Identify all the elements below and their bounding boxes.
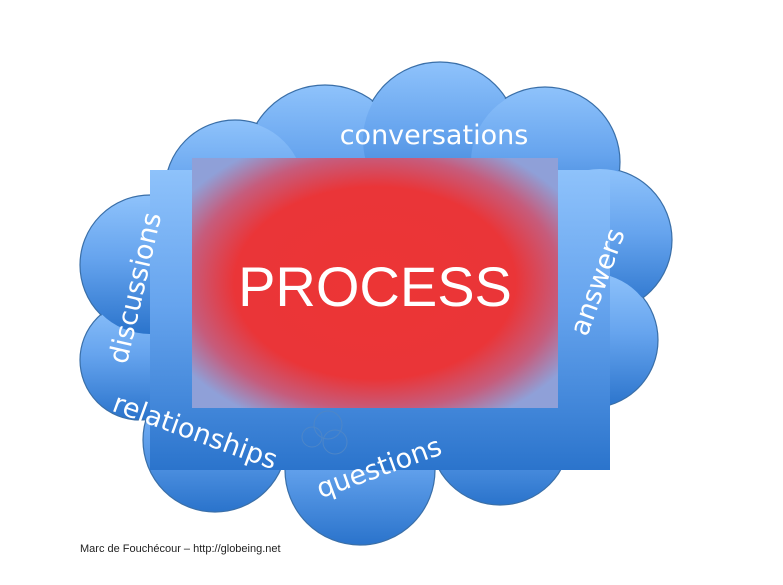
conversations-label: conversations (340, 120, 529, 151)
process-label: PROCESS (238, 255, 512, 318)
process-box (192, 158, 558, 408)
thought-bubbles (301, 410, 348, 455)
credit-line: Marc de Fouchécour – http://globeing.net (80, 543, 281, 555)
